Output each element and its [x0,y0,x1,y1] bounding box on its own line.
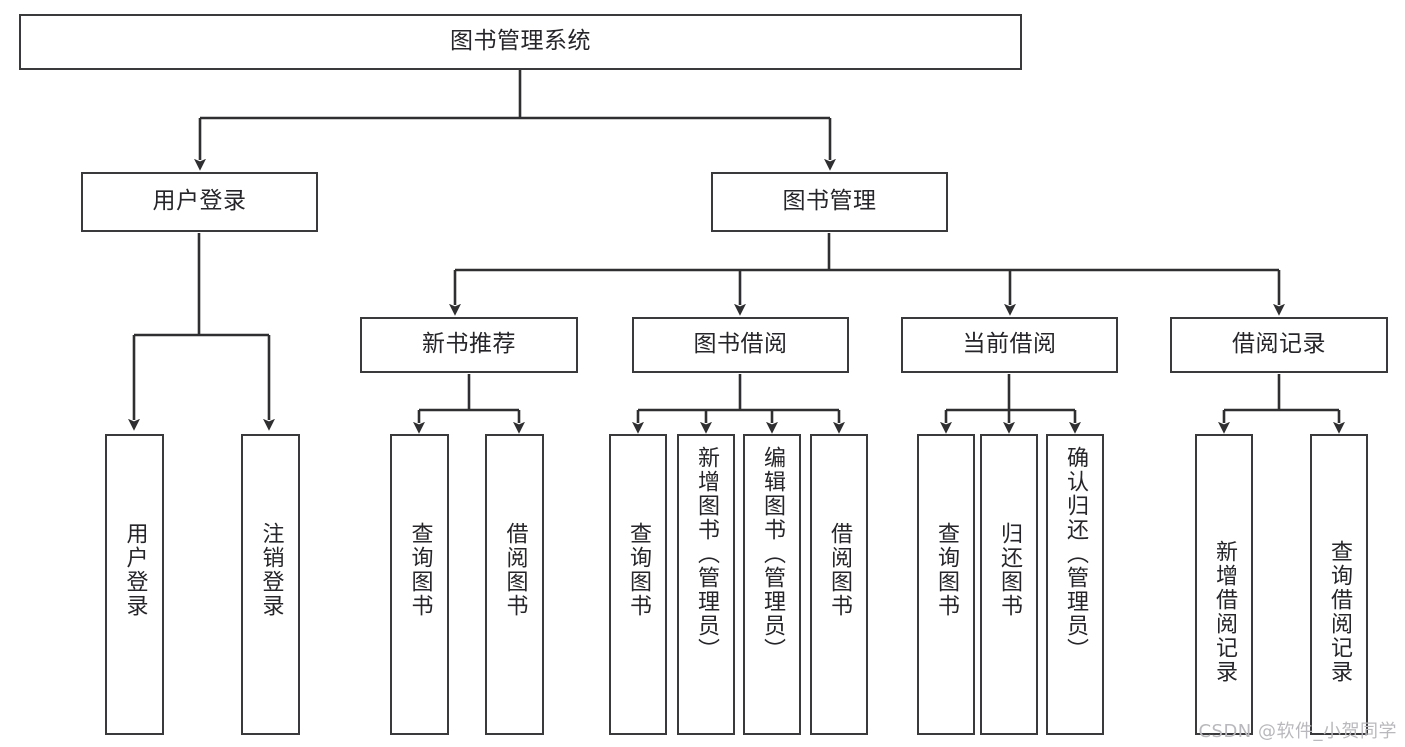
node-label: 编辑图书（管理员） [760,446,785,662]
node-label: 借阅记录 [1232,331,1326,358]
node-new-book-recommend[interactable]: 新书推荐 [360,317,578,373]
node-user-login[interactable]: 用户登录 [81,172,318,232]
node-label: 查询图书 [934,522,959,618]
node-book-borrow[interactable]: 图书借阅 [632,317,849,373]
node-label: 确认归还（管理员） [1063,446,1088,662]
leaf-borrow-book-newbook[interactable]: 借阅图书 [485,434,544,735]
node-label: 查询图书 [626,522,651,618]
node-label: 借阅图书 [502,522,528,618]
node-label: 用户登录 [152,188,247,215]
leaf-user-login[interactable]: 用户登录 [105,434,164,735]
leaf-confirm-return-admin[interactable]: 确认归还（管理员） [1046,434,1104,735]
node-label: 查询借阅记录 [1327,540,1352,684]
node-root-system[interactable]: 图书管理系统 [19,14,1022,70]
leaf-logout[interactable]: 注销登录 [241,434,300,735]
leaf-borrow-book[interactable]: 借阅图书 [810,434,868,735]
node-current-borrow[interactable]: 当前借阅 [901,317,1118,373]
node-label: 借阅图书 [827,522,852,618]
leaf-query-book-borrow[interactable]: 查询图书 [609,434,667,735]
leaf-add-book-admin[interactable]: 新增图书（管理员） [677,434,735,735]
node-label: 新增借阅记录 [1212,540,1237,684]
node-label: 图书管理系统 [450,28,591,55]
leaf-add-borrow-record[interactable]: 新增借阅记录 [1195,434,1253,735]
leaf-query-borrow-record[interactable]: 查询借阅记录 [1310,434,1368,735]
node-label: 查询图书 [407,522,433,618]
leaf-query-book-newbook[interactable]: 查询图书 [390,434,449,735]
node-label: 当前借阅 [962,331,1057,358]
leaf-edit-book-admin[interactable]: 编辑图书（管理员） [743,434,801,735]
node-borrow-record[interactable]: 借阅记录 [1170,317,1388,373]
node-label: 新增图书（管理员） [694,446,719,662]
node-label: 图书借阅 [693,331,788,358]
node-label: 用户登录 [122,522,148,618]
leaf-query-book-current[interactable]: 查询图书 [917,434,975,735]
node-book-management[interactable]: 图书管理 [711,172,948,232]
node-label: 图书管理 [782,188,877,215]
node-label: 注销登录 [258,522,284,618]
node-label: 新书推荐 [422,331,516,358]
leaf-return-book[interactable]: 归还图书 [980,434,1038,735]
node-label: 归还图书 [997,522,1022,618]
